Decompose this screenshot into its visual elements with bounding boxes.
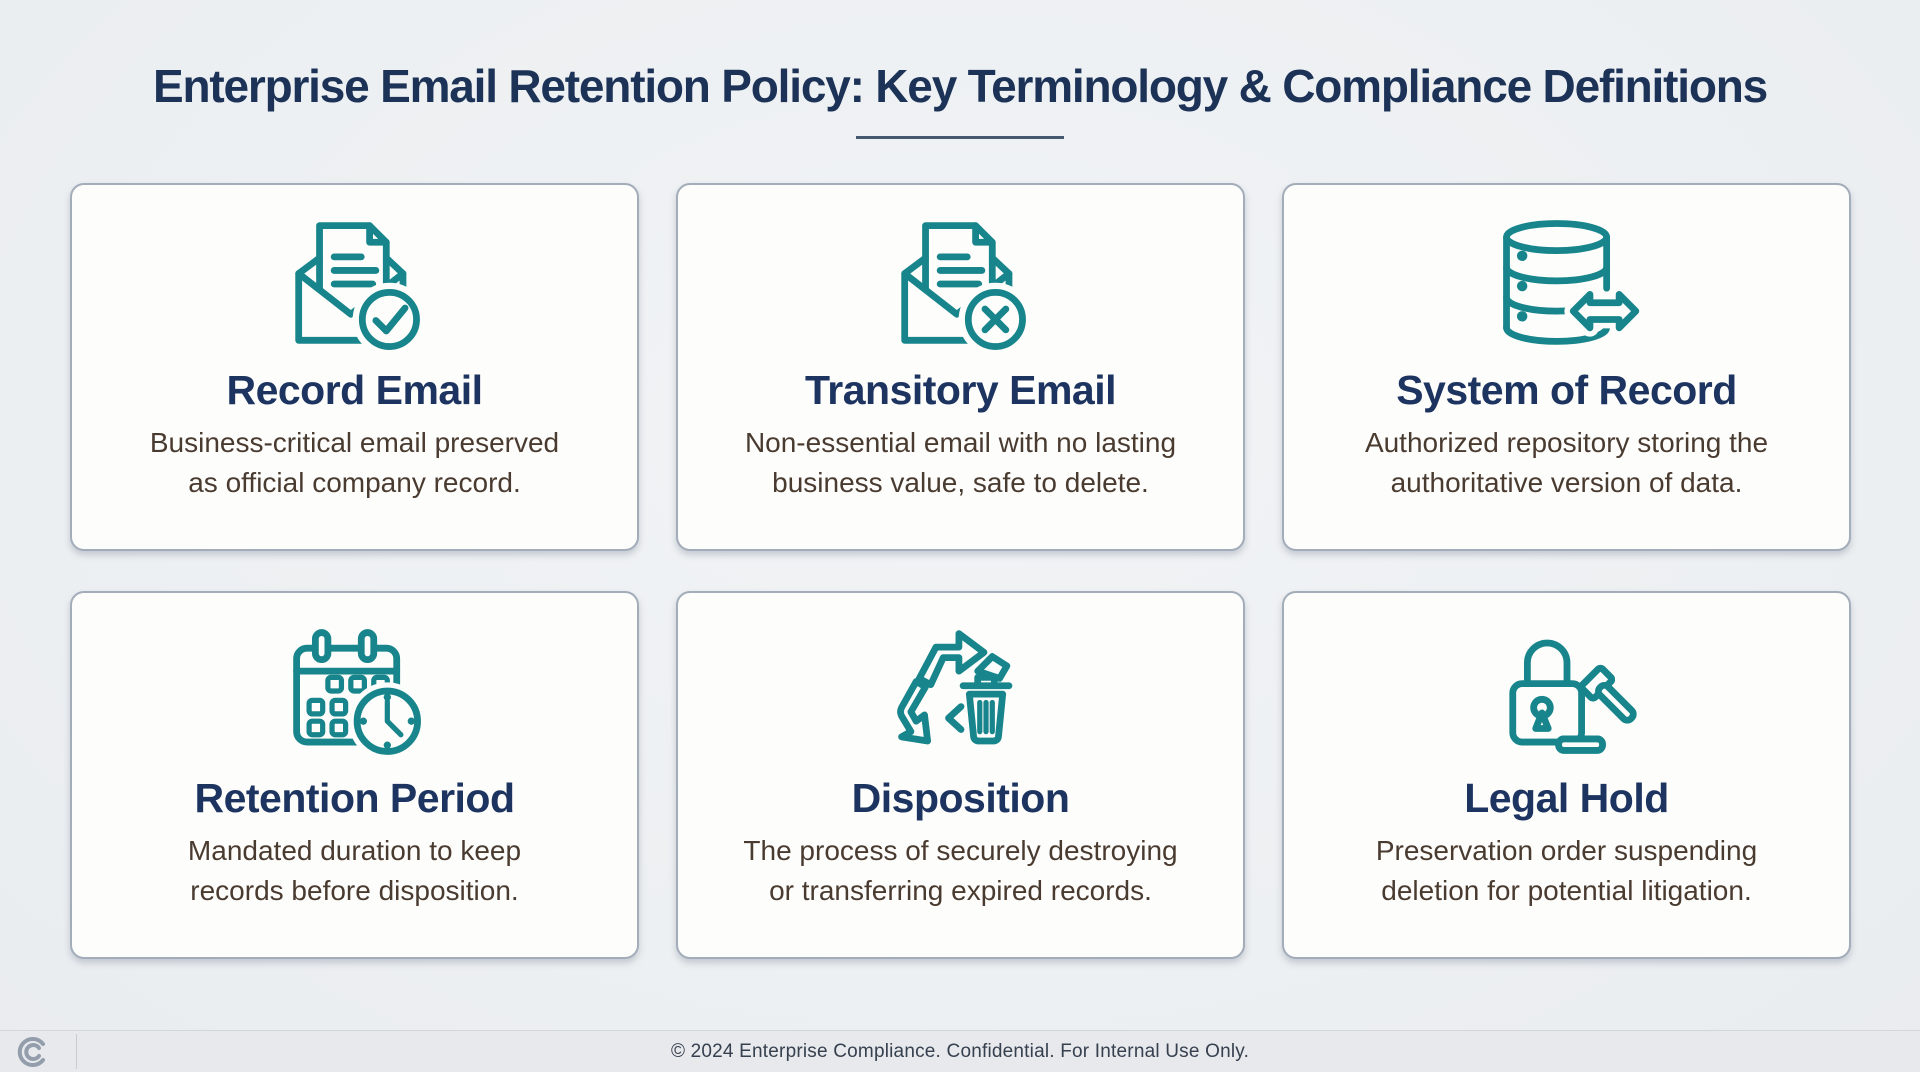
page-header: Enterprise Email Retention Policy: Key T…: [0, 58, 1920, 139]
transitory-email-icon: [900, 222, 1032, 357]
card-title: Legal Hold: [1464, 775, 1669, 821]
card-title: Disposition: [851, 775, 1070, 821]
card-title: System of Record: [1396, 367, 1737, 413]
card-title: Retention Period: [194, 775, 515, 821]
footer-bar: © 2024 Enterprise Compliance. Confidenti…: [0, 1030, 1920, 1072]
card-description: Authorized repository storing the author…: [1364, 427, 1769, 498]
footer-text: © 2024 Enterprise Compliance. Confidenti…: [670, 1041, 1250, 1062]
disposition-icon: [896, 630, 1012, 745]
card-description: Mandated duration to keep records before…: [187, 835, 522, 906]
card-title: Transitory Email: [804, 367, 1117, 413]
legal-hold-icon: [1508, 639, 1637, 754]
card-description: Business-critical email preserved as off…: [149, 427, 560, 498]
card-system-of-record: System of Record Authorized repository s…: [1282, 183, 1851, 551]
card-description: Preservation order suspending deletion f…: [1375, 835, 1758, 906]
card-transitory-email: Transitory Email Non-essential email wit…: [676, 183, 1245, 551]
card-record-email: Record Email Business-critical email pre…: [70, 183, 639, 551]
definition-cards-grid: Record Email Business-critical email pre…: [70, 183, 1851, 959]
card-legal-hold: Legal Hold Preservation order suspending…: [1282, 591, 1851, 959]
system-of-record-icon: [1502, 220, 1640, 345]
title-underline: [856, 136, 1064, 139]
card-description: Non-essential email with no lasting busi…: [744, 427, 1177, 498]
card-title: Record Email: [226, 367, 483, 413]
page-title: Enterprise Email Retention Policy: Key T…: [152, 60, 1768, 112]
card-retention-period: Retention Period Mandated duration to ke…: [70, 591, 639, 959]
card-disposition: Disposition The process of securely dest…: [676, 591, 1245, 959]
copyright-c-icon: [17, 1037, 45, 1067]
record-email-icon: [294, 222, 426, 357]
card-description: The process of securely destroying or tr…: [743, 835, 1178, 906]
footer-divider: [76, 1034, 77, 1069]
retention-period-icon: [292, 629, 426, 761]
